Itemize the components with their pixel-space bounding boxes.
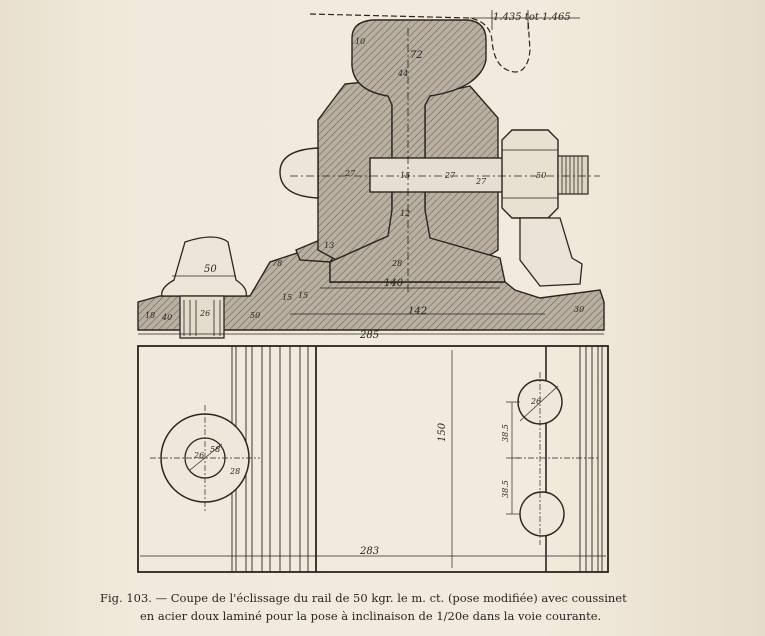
dim-fishplate-inner: 27 [475, 177, 487, 186]
dim-plan-overall: 283 [359, 546, 379, 557]
caption-line-1: Fig. 103. — Coupe de l'éclissage du rail… [100, 591, 627, 605]
dim-chair-base-left: 50 [250, 311, 260, 320]
dim-left-notch: 15 [282, 293, 292, 302]
dim-boss-outer: 28 [229, 467, 240, 476]
dim-nut-width: 50 [536, 171, 546, 180]
dim-web-lower: 12 [400, 209, 410, 218]
dim-hole-pitch-2: 38.5 [501, 480, 510, 498]
dim-fishplate-height: 27 [444, 171, 456, 180]
dim-base-width: 142 [408, 306, 427, 317]
dim-lower-left: 78 [272, 259, 282, 268]
dim-chair-right: 30 [574, 305, 584, 314]
section-view [137, 10, 605, 339]
dim-plan-width: 150 [437, 422, 448, 442]
dimension-labels: 1.435 tot 1.465 72 10 44 27 15 12 13 27 … [145, 12, 584, 557]
dim-foot-offset: 15 [298, 291, 308, 300]
figure-caption: Fig. 103. — Coupe de l'éclissage du rail… [100, 589, 660, 625]
dim-gauge: 1.435 tot 1.465 [493, 12, 571, 23]
dim-hole-dia: 26 [530, 397, 541, 406]
dim-web-mid: 27 [344, 169, 356, 178]
dim-hole-pitch-1: 38.5 [501, 424, 510, 442]
dim-head-radius: 10 [355, 37, 365, 46]
dim-web-height: 28 [391, 259, 402, 268]
technical-drawing: 1.435 tot 1.465 72 10 44 27 15 12 13 27 … [137, 10, 609, 573]
dim-left-edge: 18 [145, 311, 155, 320]
dim-head-height: 44 [397, 69, 408, 78]
dim-chair-hole: 26 [199, 309, 210, 318]
caption-line-2: en acier doux laminé pour la pose à incl… [140, 609, 602, 623]
dim-web-thickness: 15 [400, 171, 410, 180]
dim-spike-dia: 40 [161, 313, 172, 322]
dim-boss-ring: 58 [210, 445, 220, 454]
dim-head-width: 72 [410, 50, 423, 61]
dim-chair-overall: 285 [359, 330, 379, 341]
dim-web-rib: 13 [324, 241, 334, 250]
dim-chair-top-left: 50 [204, 264, 217, 275]
dim-boss-dia: 26 [193, 451, 204, 460]
dim-foot-width: 140 [384, 278, 404, 289]
plan-view [137, 345, 609, 573]
